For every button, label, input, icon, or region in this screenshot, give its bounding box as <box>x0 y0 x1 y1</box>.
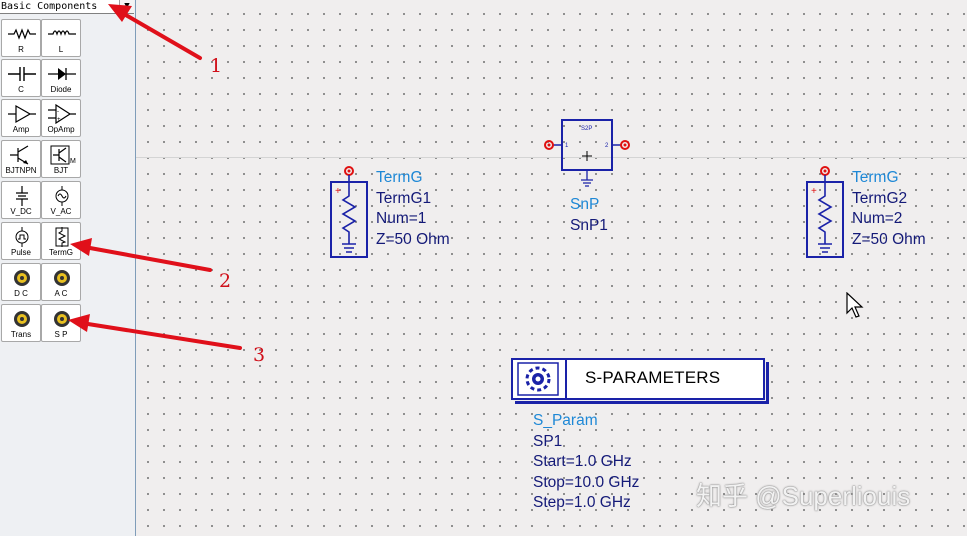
library-dropdown[interactable]: Basic Components ▼ <box>0 0 134 14</box>
palette-item-label: C <box>18 85 24 94</box>
palette-item-label: S P <box>54 330 68 339</box>
palette-item-v-dc[interactable]: V_DC <box>1 181 41 219</box>
snp-block-label: S2P <box>581 126 592 132</box>
callout-arrow-3 <box>86 322 242 350</box>
palette-item-label: A C <box>54 289 68 298</box>
svg-text:+: + <box>335 186 341 197</box>
sparam-title: S-PARAMETERS <box>585 368 721 387</box>
palette-item-label: Trans <box>10 330 32 339</box>
palette-item-label: R <box>18 45 24 54</box>
palette-item-label: Diode <box>50 85 72 94</box>
termg1-impedance: Z=50 Ohm <box>376 230 450 248</box>
library-dropdown-value: Basic Components <box>1 1 98 12</box>
inductor-icon <box>48 30 76 36</box>
palette-item-trans[interactable]: Trans <box>1 304 41 342</box>
snp-pin2-label: 2 <box>605 143 609 149</box>
palette-item-dc[interactable]: D C <box>1 263 41 301</box>
termg1-symbol[interactable]: + <box>326 162 372 262</box>
snp-pin1-label: 1 <box>565 143 569 149</box>
resistor-icon <box>8 28 36 40</box>
termg1-label: TermG TermG1 Num=1 Z=50 Ohm <box>376 168 450 250</box>
dc-voltage-source-icon <box>16 186 28 206</box>
palette-item-label: L <box>58 45 64 54</box>
callout-arrow-1 <box>122 12 202 60</box>
svg-text:+: + <box>811 186 817 197</box>
callout-number-3: 3 <box>253 344 266 366</box>
snp1-symbol[interactable]: S2P 1 2 <box>540 114 635 194</box>
termg-icon <box>55 227 69 247</box>
sparam-start: Start=1.0 GHz <box>533 453 632 470</box>
sparam-step: Step=1.0 GHz <box>533 494 631 511</box>
sparam-shadow <box>515 362 769 404</box>
termg1-num: Num=1 <box>376 210 427 227</box>
palette-item-v-ac[interactable]: V_AC <box>41 181 81 219</box>
sparam-stop: Stop=10.0 GHz <box>533 473 640 491</box>
schematic-canvas[interactable] <box>136 0 967 536</box>
transient-simulation-icon <box>14 311 30 327</box>
bjt-icon: M <box>50 145 76 165</box>
termg1-type: TermG <box>376 169 423 186</box>
palette-item-label: Pulse <box>10 248 31 257</box>
termg2-label: TermG TermG2 Num=2 Z=50 Ohm <box>852 168 926 250</box>
amplifier-icon <box>8 104 36 124</box>
diode-icon <box>48 68 76 80</box>
termg2-symbol[interactable]: + <box>802 162 848 262</box>
sparam-name: SP1 <box>533 432 563 450</box>
palette-item-c[interactable]: C <box>1 59 41 97</box>
dc-simulation-icon <box>14 270 30 286</box>
watermark: 知乎 @Superliouis <box>696 481 911 511</box>
snp1-label: SnP SnP1 <box>570 195 608 236</box>
component-palette: Basic Components ▼ R L C Diode Amp -+ Op… <box>0 0 136 536</box>
palette-item-diode[interactable]: Diode <box>41 59 81 97</box>
sparam-params: S_Param SP1 Start=1.0 GHz Stop=10.0 GHz … <box>533 411 639 514</box>
palette-item-termg[interactable]: TermG <box>41 222 81 260</box>
termg2-type: TermG <box>852 169 899 186</box>
snp-name: SnP1 <box>570 216 608 234</box>
palette-item-bjtnpn[interactable]: BJTNPN <box>1 140 41 178</box>
callout-number-1: 1 <box>210 55 223 77</box>
ac-voltage-source-icon <box>55 186 69 206</box>
callout-number-2: 2 <box>219 270 232 292</box>
palette-item-l[interactable]: L <box>41 19 81 57</box>
sparam-gear-icon <box>513 360 567 398</box>
palette-item-label: TermG <box>49 248 73 257</box>
palette-item-r[interactable]: R <box>1 19 41 57</box>
callout-arrow-2 <box>88 246 212 272</box>
palette-item-label: V_DC <box>10 207 32 216</box>
palette-item-label: V_AC <box>50 207 72 216</box>
svg-text:-: - <box>57 109 59 115</box>
pulse-source-icon <box>15 227 29 247</box>
sparameter-simulation-icon <box>54 311 70 327</box>
termg2-impedance: Z=50 Ohm <box>852 230 926 248</box>
palette-item-bjt[interactable]: M BJT <box>41 140 81 178</box>
termg2-name: TermG2 <box>852 189 908 207</box>
palette-item-ac[interactable]: A C <box>41 263 81 301</box>
palette-item-label: BJT <box>53 166 69 175</box>
snp-type: SnP <box>570 196 600 213</box>
palette-item-amp[interactable]: Amp <box>1 99 41 137</box>
svg-text:M: M <box>70 158 76 165</box>
sparam-controller[interactable]: S-PARAMETERS <box>511 358 765 400</box>
ac-simulation-icon <box>54 270 70 286</box>
mouse-cursor-icon <box>846 292 864 318</box>
palette-item-pulse[interactable]: Pulse <box>1 222 41 260</box>
termg2-num: Num=2 <box>852 210 903 227</box>
svg-text:+: + <box>57 117 61 123</box>
palette-item-label: Amp <box>12 125 30 134</box>
palette-item-label: BJTNPN <box>5 166 37 175</box>
palette-item-label: D C <box>14 289 28 298</box>
palette-item-opamp[interactable]: -+ OpAmp <box>41 99 81 137</box>
crosshair-guide <box>136 157 967 158</box>
sparam-type: S_Param <box>533 412 598 429</box>
bjt-npn-icon <box>10 145 29 165</box>
termg1-name: TermG1 <box>376 189 432 207</box>
opamp-icon: -+ <box>48 104 76 124</box>
capacitor-icon <box>8 67 36 81</box>
palette-item-label: OpAmp <box>47 125 75 134</box>
